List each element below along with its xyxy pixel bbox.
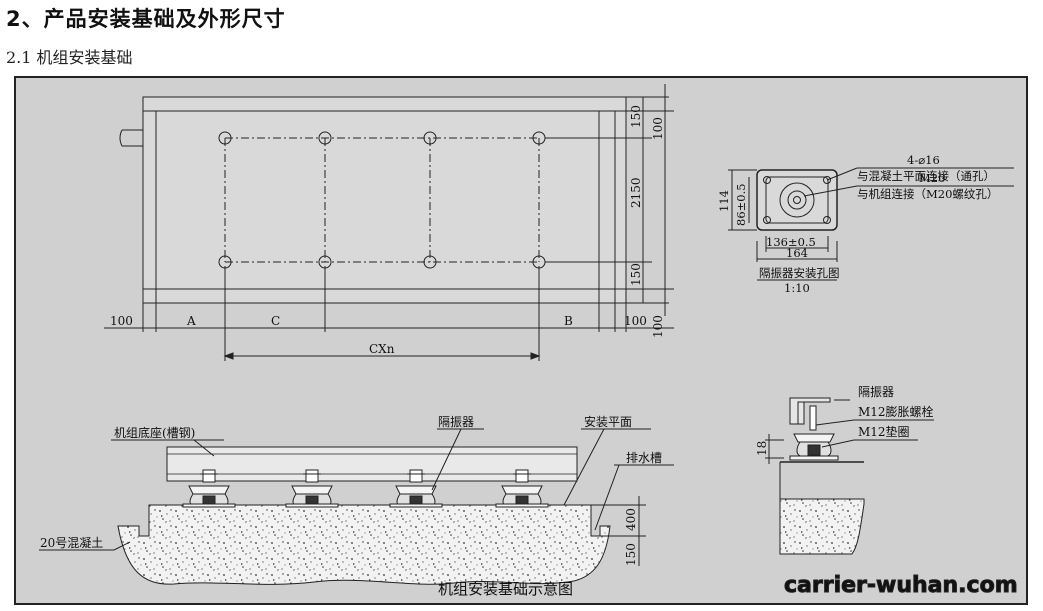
section-caption: 机组安装基础示意图 — [438, 580, 573, 598]
dim-100-right: 100 — [624, 314, 647, 328]
label-isolator-detail: 隔振器 — [858, 385, 894, 399]
hole-desc: 与混凝土平面连接（通孔） — [857, 169, 995, 183]
subsection-heading: 2.1 机组安装基础 — [6, 48, 133, 67]
dim-a: A — [186, 314, 196, 328]
label-install-surface: 安装平面 — [584, 414, 632, 429]
label-concrete: 20号混凝土 — [40, 535, 103, 550]
dim-cxn: CXn — [369, 342, 395, 356]
dim-100-left: 100 — [110, 314, 133, 328]
dim-100-outer-top: 100 — [651, 117, 665, 140]
dim-2150: 2150 — [629, 177, 643, 208]
label-base-channel: 机组底座(槽钢) — [114, 425, 195, 440]
dim-86: 86±0.5 — [734, 183, 748, 226]
bolt-spec: M20 — [919, 171, 945, 185]
bolt-detail — [765, 397, 934, 555]
dim-400: 400 — [624, 508, 638, 531]
section-labels: 机组底座(槽钢) 隔振器 安装平面 排水槽 20号混凝土 400 150 机组安… — [40, 414, 662, 598]
bolt-desc: 与机组连接（M20螺纹孔） — [857, 187, 998, 201]
label-washer: M12垫圈 — [858, 424, 910, 439]
isolator-detail-labels: 4-⌀16 与混凝土平面连接（通孔） M20 与机组连接（M20螺纹孔） 114… — [717, 153, 998, 295]
dim-150-section: 150 — [624, 543, 638, 566]
section-view — [39, 428, 674, 585]
detail-title: 隔振器安装孔图 — [759, 266, 840, 280]
section-heading: 2、产品安装基础及外形尺寸 — [6, 7, 286, 31]
dim-b: B — [564, 314, 573, 328]
dim-150-top: 150 — [629, 105, 643, 128]
dim-114: 114 — [717, 190, 731, 212]
watermark: carrier-wuhan.com — [784, 573, 1018, 598]
plan-view — [104, 84, 674, 361]
installation-drawing: 100 A C B 100 CXn 150 2150 150 100 100 — [14, 76, 1028, 605]
dim-18: 18 — [755, 441, 769, 456]
dim-136: 136±0.5 — [766, 235, 816, 249]
label-expansion-bolt: M12膨胀螺栓 — [858, 404, 934, 419]
bolt-detail-labels: 隔振器 M12膨胀螺栓 M12垫圈 18 — [755, 385, 934, 456]
plan-dimensions: 100 A C B 100 CXn 150 2150 150 100 100 — [110, 105, 665, 356]
hole-spec: 4-⌀16 — [907, 153, 940, 167]
isolator-hole-detail — [728, 167, 1014, 281]
label-drain-channel: 排水槽 — [626, 451, 662, 465]
label-isolator: 隔振器 — [438, 415, 474, 429]
dim-c: C — [271, 314, 280, 328]
dim-150-bottom: 150 — [629, 263, 643, 286]
dim-100-outer-bottom: 100 — [651, 315, 665, 338]
dim-164: 164 — [786, 246, 808, 260]
detail-scale: 1:10 — [784, 281, 810, 295]
